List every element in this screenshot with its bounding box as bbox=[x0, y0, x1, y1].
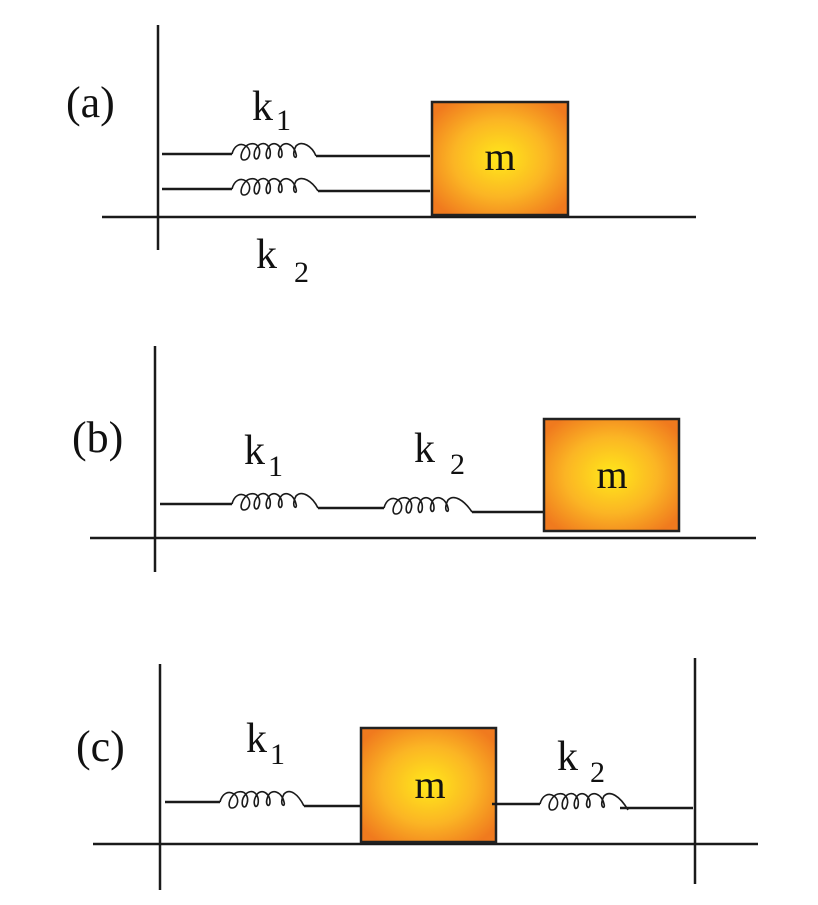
panel-b-spring1-subscript: 1 bbox=[268, 450, 283, 483]
panel-b-mass-block bbox=[542, 417, 681, 533]
panel-a-spring2-coil bbox=[231, 177, 319, 196]
panel-b-spring1-k: k bbox=[244, 428, 265, 474]
panel-a-spring1-k: k bbox=[252, 84, 273, 130]
panel-a: (a) k 1 k 2 m bbox=[66, 25, 696, 289]
panel-c-label: (c) bbox=[76, 722, 125, 771]
panel-a-label: (a) bbox=[66, 78, 115, 127]
panel-a-spring2-subscript: 2 bbox=[294, 256, 309, 289]
panel-c-spring2-k: k bbox=[557, 734, 578, 780]
panel-c-spring1-subscript: 1 bbox=[270, 738, 285, 771]
panel-c-spring2-subscript: 2 bbox=[590, 756, 605, 789]
panel-b-spring2-k: k bbox=[414, 426, 435, 472]
panel-c: (c) k 1 m k 2 bbox=[76, 658, 758, 890]
panel-b-spring2-coil bbox=[383, 496, 473, 515]
panel-a-spring1-coil bbox=[231, 142, 317, 161]
panel-c-spring1-coil bbox=[219, 790, 305, 809]
panel-c-mass-label: m bbox=[414, 762, 445, 807]
panel-a-mass-label: m bbox=[484, 134, 515, 179]
panel-a-spring1-subscript: 1 bbox=[276, 104, 291, 137]
panel-b-mass-label: m bbox=[596, 452, 627, 497]
panel-c-mass-block bbox=[359, 726, 498, 844]
panel-a-mass-block bbox=[430, 100, 570, 217]
panel-b-spring1-coil bbox=[231, 492, 319, 511]
panel-b-spring2-subscript: 2 bbox=[450, 448, 465, 481]
panel-c-spring1-k: k bbox=[246, 716, 267, 762]
panel-b: (b) k 1 k 2 m bbox=[72, 346, 756, 572]
panel-c-spring2-coil bbox=[539, 792, 629, 811]
panel-a-spring2-k: k bbox=[256, 232, 277, 278]
panel-b-label: (b) bbox=[72, 413, 123, 462]
